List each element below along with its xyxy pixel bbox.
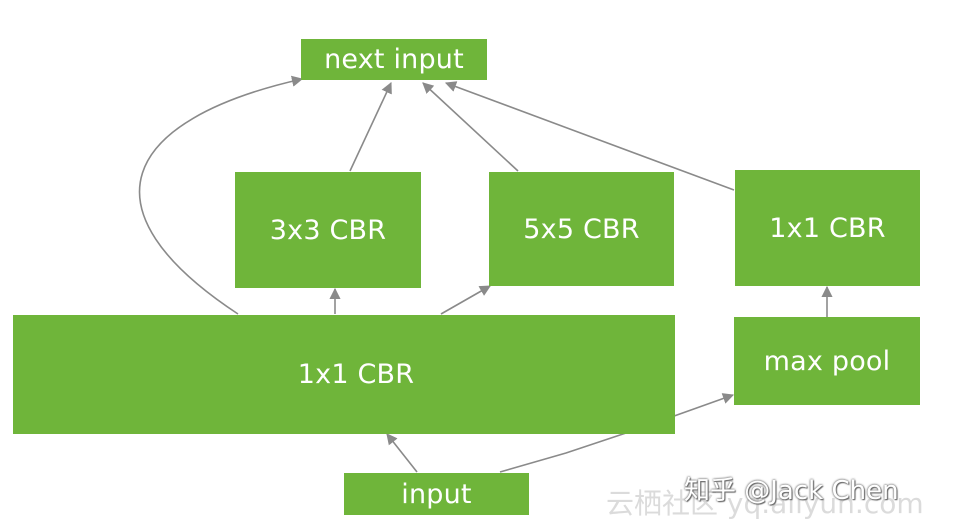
node-1x1-cbr-bottom: 1x1 CBR [13,315,675,434]
edge-1x1-to-5x5 [440,285,491,315]
node-1x1-cbr-bottom-label: 1x1 CBR [297,359,415,390]
node-1x1-cbr-right-label: 1x1 CBR [769,212,886,244]
node-input-label: input [401,478,472,510]
edge-3x3-to-next-input [349,81,392,172]
node-3x3-cbr-label: 3x3 CBR [269,214,387,246]
node-3x3-cbr: 3x3 CBR [235,172,421,288]
watermark-author: 知乎 @Jack Chen [684,476,899,506]
node-5x5-cbr-label: 5x5 CBR [523,213,640,245]
node-1x1-cbr-right: 1x1 CBR [735,170,920,286]
watermark-site: 云栖社区 yq.aliyun.com [606,487,924,520]
edge-input-to-1x1-bottom [386,433,418,473]
node-max-pool: max pool [734,317,920,405]
node-max-pool-label: max pool [763,345,891,377]
edge-5x5-to-next-input [422,82,519,172]
node-next-input: next input [301,39,487,80]
node-input: input [344,473,529,515]
node-5x5-cbr: 5x5 CBR [489,172,674,286]
node-next-input-label: next input [324,44,464,75]
